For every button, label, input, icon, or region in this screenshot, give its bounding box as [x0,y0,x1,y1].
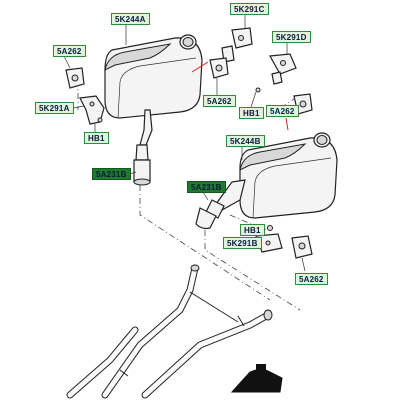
intermediate-pipe-assembly [66,264,273,399]
callout-5a231b-left: 5A231B [92,168,131,180]
callout-5k291c: 5K291C [230,3,269,15]
callout-5k244a: 5K244A [111,13,150,25]
hanger-bracket-5A262-center [209,57,229,79]
callout-5a231b-right: 5A231B [187,181,226,193]
hanger-bracket-5K291D [269,53,297,85]
callout-5k244b: 5K244B [226,135,265,147]
hanger-bracket-5K291B [255,233,283,253]
hanger-bracket-5A262-top-left [65,67,85,89]
callout-hb1-left: HB1 [84,132,109,144]
callout-5k291a: 5K291A [35,102,74,114]
callout-5a262-right: 5A262 [266,105,299,117]
rear-muffler-right [195,132,338,230]
callout-5a262-lower: 5A262 [295,273,328,285]
callout-hb1-lower: HB1 [240,224,265,236]
hanger-bracket-5K291C [221,27,253,63]
callout-5a262-top-left: 5A262 [53,45,86,57]
catalyst-flange [230,364,283,393]
bolt-hb1 [97,87,273,231]
rear-muffler-left [104,34,203,186]
callout-5k291d: 5K291D [272,31,311,43]
red-pointer-arrows [191,61,289,131]
callout-hb1-center: HB1 [239,107,264,119]
callout-5a262-center: 5A262 [203,95,236,107]
hanger-bracket-5A262-lower [291,235,313,259]
callout-5k291b: 5K291B [223,237,262,249]
